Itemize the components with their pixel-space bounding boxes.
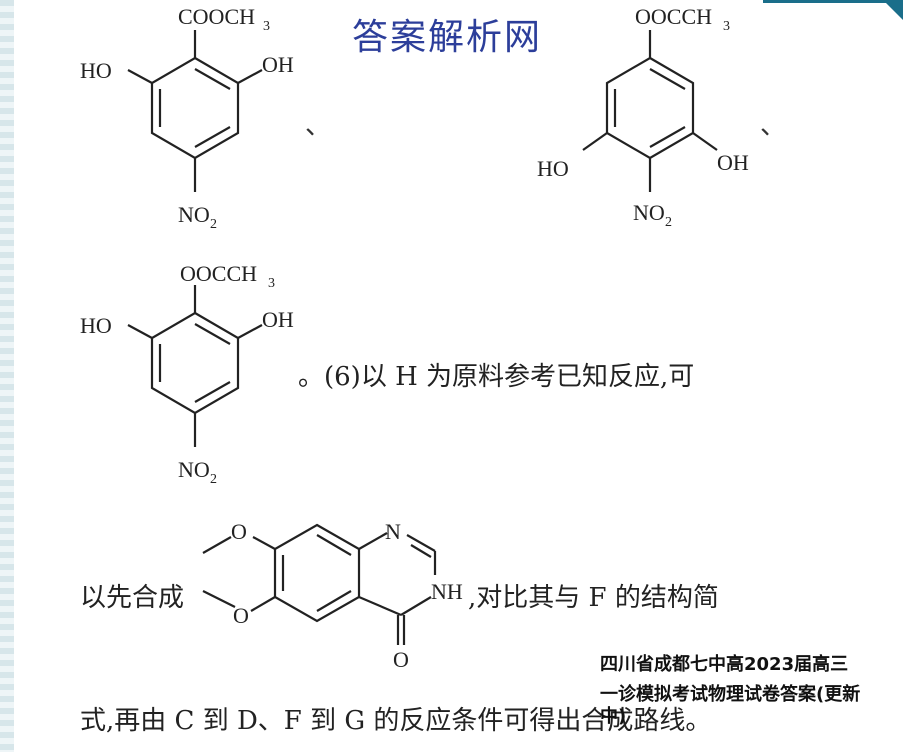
label-top: COOCH — [178, 4, 255, 29]
label-left: HO — [80, 313, 112, 338]
label-top-sub: 3 — [268, 276, 275, 291]
molecule-methyl-ester: COOCH 3 HO OH NO 2 — [80, 4, 294, 232]
molecule-acetate-2: OOCCH 3 HO OH NO 2 — [80, 261, 294, 487]
text-line-2a: 以先合成 — [80, 583, 185, 613]
label-nh: NH — [431, 579, 463, 604]
label-bottom: NO — [633, 200, 665, 225]
label-o-carbonyl: O — [393, 647, 409, 672]
label-bottom-sub: 2 — [665, 215, 672, 230]
molecule-acetate-1: OOCCH 3 HO OH NO 2 — [537, 4, 749, 230]
caption-overlay: 四川省成都七中高2023届高三 一诊模拟考试物理试卷答案(更新 中) — [600, 650, 903, 732]
label-bottom-sub: 2 — [210, 472, 217, 487]
label-right: OH — [262, 307, 294, 332]
label-bottom: NO — [178, 202, 210, 227]
label-left: HO — [80, 58, 112, 83]
text-line-1: 。(6)以 H 为原料参考已知反应,可 — [298, 362, 695, 392]
caption-line-2: 一诊模拟考试物理试卷答案(更新 — [600, 684, 861, 705]
label-o-bottom: O — [233, 603, 249, 628]
label-top-sub: 3 — [263, 19, 270, 34]
label-top: OOCCH — [635, 4, 712, 29]
label-top-sub: 3 — [723, 19, 730, 34]
label-top: OOCCH — [180, 261, 257, 286]
watermark-title: 答案解析网 — [352, 17, 543, 58]
label-right: OH — [717, 150, 749, 175]
label-o-top: O — [231, 519, 247, 544]
text-line-2b: ,对比其与 F 的结构简 — [468, 583, 719, 613]
caption-line-1: 四川省成都七中高2023届高三 — [600, 654, 849, 675]
molecule-quinazolinone: N NH O O O — [202, 519, 463, 672]
text-line-3: 式,再由 C 到 D、F 到 G 的反应条件可得出合成路线。 — [80, 706, 712, 736]
label-bottom-sub: 2 — [210, 217, 217, 232]
label-bottom: NO — [178, 457, 210, 482]
left-page-border — [0, 0, 14, 752]
label-left: HO — [537, 156, 569, 181]
separator-1: 、 — [305, 111, 332, 141]
separator-2: 、 — [760, 111, 787, 141]
label-right: OH — [262, 52, 294, 77]
caption-line-3: 中) — [600, 706, 627, 727]
label-n-top: N — [385, 519, 401, 544]
